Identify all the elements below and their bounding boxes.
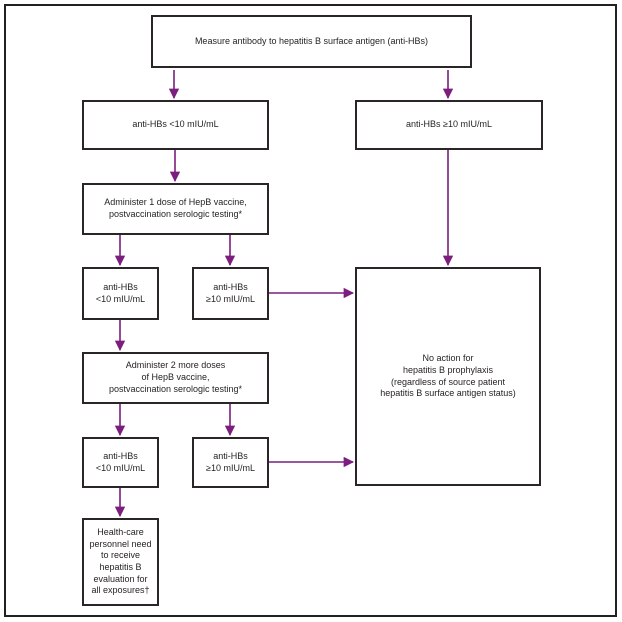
node-anti-hbs-below-10-first: anti-HBs <10 mIU/mL [82,100,269,150]
node-anti-hbs-below-10-second: anti-HBs <10 mIU/mL [82,267,159,320]
node-administer-2-more-doses: Administer 2 more doses of HepB vaccine,… [82,352,269,404]
node-administer-1-dose: Administer 1 dose of HepB vaccine, postv… [82,183,269,235]
node-measure-anti-hbs: Measure antibody to hepatitis B surface … [151,15,472,68]
node-anti-hbs-above-10-first: anti-HBs ≥10 mIU/mL [355,100,543,150]
node-no-action-prophylaxis: No action for hepatitis B prophylaxis (r… [355,267,541,486]
figure-border [4,4,617,617]
node-anti-hbs-below-10-third: anti-HBs <10 mIU/mL [82,437,159,488]
node-anti-hbs-above-10-second: anti-HBs ≥10 mIU/mL [192,267,269,320]
node-hepatitis-b-evaluation: Health-care personnel need to receive he… [82,518,159,606]
node-anti-hbs-above-10-third: anti-HBs ≥10 mIU/mL [192,437,269,488]
